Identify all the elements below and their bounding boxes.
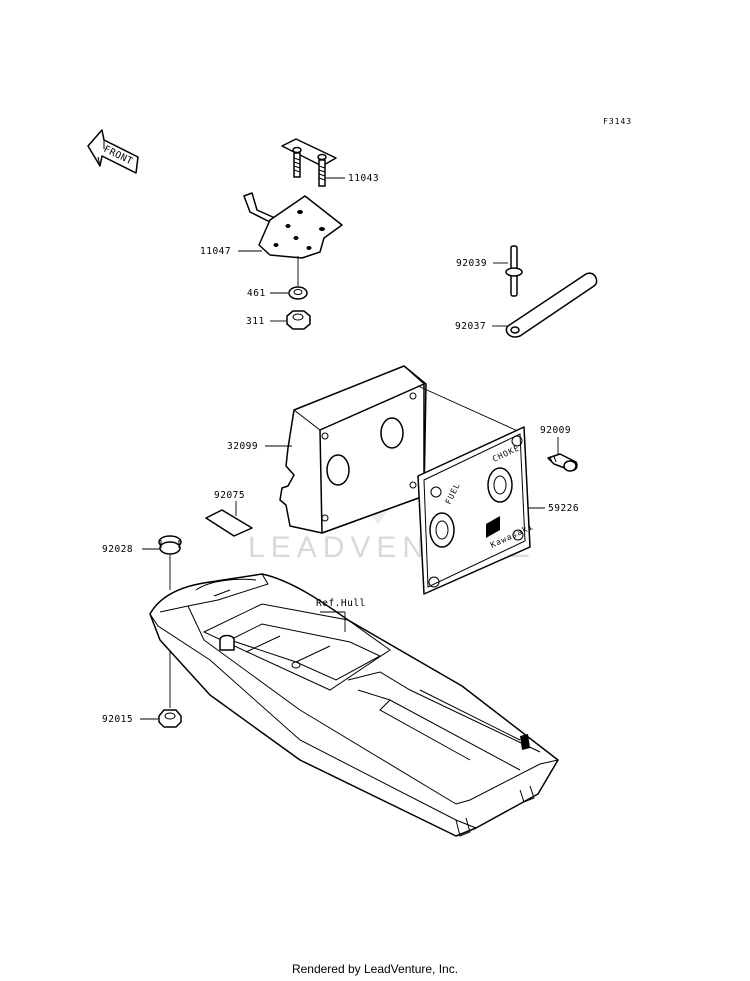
strap-92037 xyxy=(505,272,598,338)
label-ref-hull: Ref.Hull xyxy=(316,598,366,609)
cap-92028 xyxy=(158,535,182,555)
screw-92009 xyxy=(547,453,578,472)
panel-bezel-32099 xyxy=(279,365,427,534)
label-11047: 11047 xyxy=(200,246,231,257)
label-311: 311 xyxy=(246,316,265,327)
hull-ref xyxy=(149,573,559,837)
label-92039: 92039 xyxy=(456,258,487,269)
figure-code: F3143 xyxy=(603,117,632,126)
pin-92039 xyxy=(505,245,523,297)
label-92015: 92015 xyxy=(102,714,133,725)
footer-credit: Rendered by LeadVenture, Inc. xyxy=(291,962,459,976)
label-11043: 11043 xyxy=(348,173,379,184)
front-arrow-icon: FRONT xyxy=(87,129,139,174)
label-59226: 59226 xyxy=(548,503,579,514)
bolts-11043 xyxy=(281,138,337,187)
nut-92015 xyxy=(158,709,182,728)
label-92075: 92075 xyxy=(214,490,245,501)
switch-panel-59226: FUEL CHOKE Kawasaki xyxy=(417,426,535,595)
bracket-11047 xyxy=(243,192,343,259)
label-92037: 92037 xyxy=(455,321,486,332)
label-32099: 32099 xyxy=(227,441,258,452)
washer-461 xyxy=(288,286,308,300)
nut-311 xyxy=(286,310,311,330)
label-92009: 92009 xyxy=(540,425,571,436)
label-sticker-92075 xyxy=(205,509,253,537)
label-92028: 92028 xyxy=(102,544,133,555)
label-461: 461 xyxy=(247,288,266,299)
